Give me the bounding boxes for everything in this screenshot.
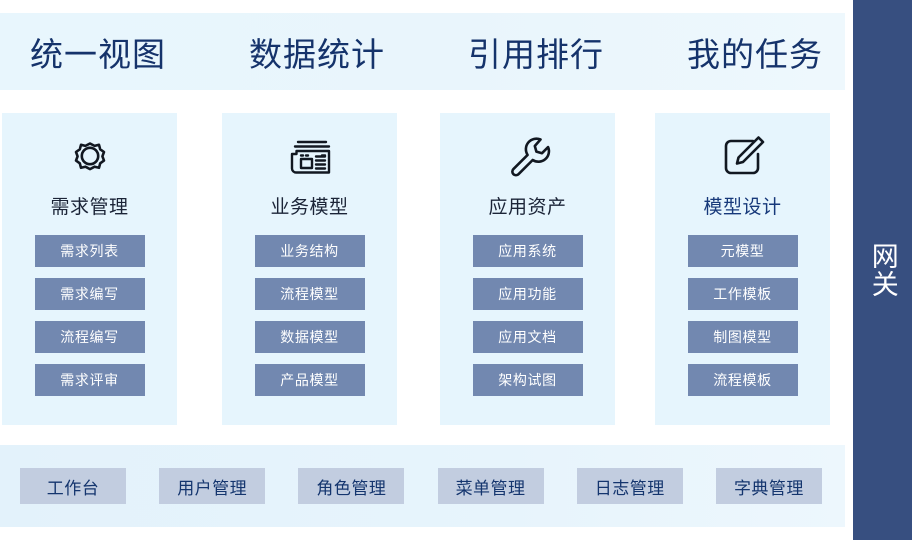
card-button-group: 需求列表 需求编写 流程编写 需求评审 [34,235,145,396]
card-button-process-model[interactable]: 流程模型 [254,278,365,310]
card-button-process-authoring[interactable]: 流程编写 [34,321,145,353]
nav-item-citation-ranking[interactable]: 引用排行 [468,35,604,73]
card-button-product-model[interactable]: 产品模型 [254,364,365,396]
nav-item-my-tasks[interactable]: 我的任务 [687,35,823,73]
module-card-model-design: 模型设计 元模型 工作模板 制图模型 流程模板 [655,113,830,425]
bottom-btn-dictionary-management[interactable]: 字典管理 [715,468,822,504]
gateway-rail[interactable]: 网关 [853,0,912,540]
card-button-application-document[interactable]: 应用文档 [472,321,583,353]
card-button-group: 应用系统 应用功能 应用文档 架构试图 [472,235,583,396]
gateway-label: 网关 [867,242,898,298]
top-navigation-bar: 统一视图 数据统计 引用排行 我的任务 [0,13,845,90]
bottom-btn-workbench[interactable]: 工作台 [20,468,126,504]
gear-icon [61,127,119,185]
bottom-btn-menu-management[interactable]: 菜单管理 [437,468,544,504]
card-button-application-function[interactable]: 应用功能 [472,278,583,310]
card-button-architecture-view[interactable]: 架构试图 [472,364,583,396]
nav-item-unified-view[interactable]: 统一视图 [30,35,166,73]
card-button-requirement-authoring[interactable]: 需求编写 [34,278,145,310]
bottom-btn-log-management[interactable]: 日志管理 [576,468,683,504]
main-column: 统一视图 数据统计 引用排行 我的任务 需求管理 需求列表 需求编写 流程编 [0,13,845,527]
module-card-requirement-management: 需求管理 需求列表 需求编写 流程编写 需求评审 [2,113,177,425]
card-button-requirement-list[interactable]: 需求列表 [34,235,145,267]
bottom-admin-bar: 工作台 用户管理 角色管理 菜单管理 日志管理 字典管理 [0,445,845,527]
card-button-group: 业务结构 流程模型 数据模型 产品模型 [254,235,365,396]
card-button-business-structure[interactable]: 业务结构 [254,235,365,267]
card-title: 模型设计 [703,197,782,218]
bottom-btn-role-management[interactable]: 角色管理 [298,468,405,504]
module-card-application-assets: 应用资产 应用系统 应用功能 应用文档 架构试图 [440,113,615,425]
newspaper-icon [281,127,339,185]
card-button-process-template[interactable]: 流程模板 [687,364,798,396]
module-card-business-model: 业务模型 业务结构 流程模型 数据模型 产品模型 [222,113,397,425]
nav-item-data-statistics[interactable]: 数据统计 [249,35,385,73]
card-button-requirement-review[interactable]: 需求评审 [34,364,145,396]
pencil-square-icon [714,127,772,185]
card-button-diagram-model[interactable]: 制图模型 [687,321,798,353]
card-button-data-model[interactable]: 数据模型 [254,321,365,353]
card-button-meta-model[interactable]: 元模型 [687,235,798,267]
card-title: 需求管理 [50,197,129,218]
card-button-work-template[interactable]: 工作模板 [687,278,798,310]
card-title: 业务模型 [270,197,349,218]
card-button-group: 元模型 工作模板 制图模型 流程模板 [687,235,798,396]
card-button-application-system[interactable]: 应用系统 [472,235,583,267]
bottom-btn-user-management[interactable]: 用户管理 [159,468,266,504]
card-title: 应用资产 [488,197,567,218]
module-cards-row: 需求管理 需求列表 需求编写 流程编写 需求评审 [0,113,845,425]
wrench-icon [499,127,557,185]
